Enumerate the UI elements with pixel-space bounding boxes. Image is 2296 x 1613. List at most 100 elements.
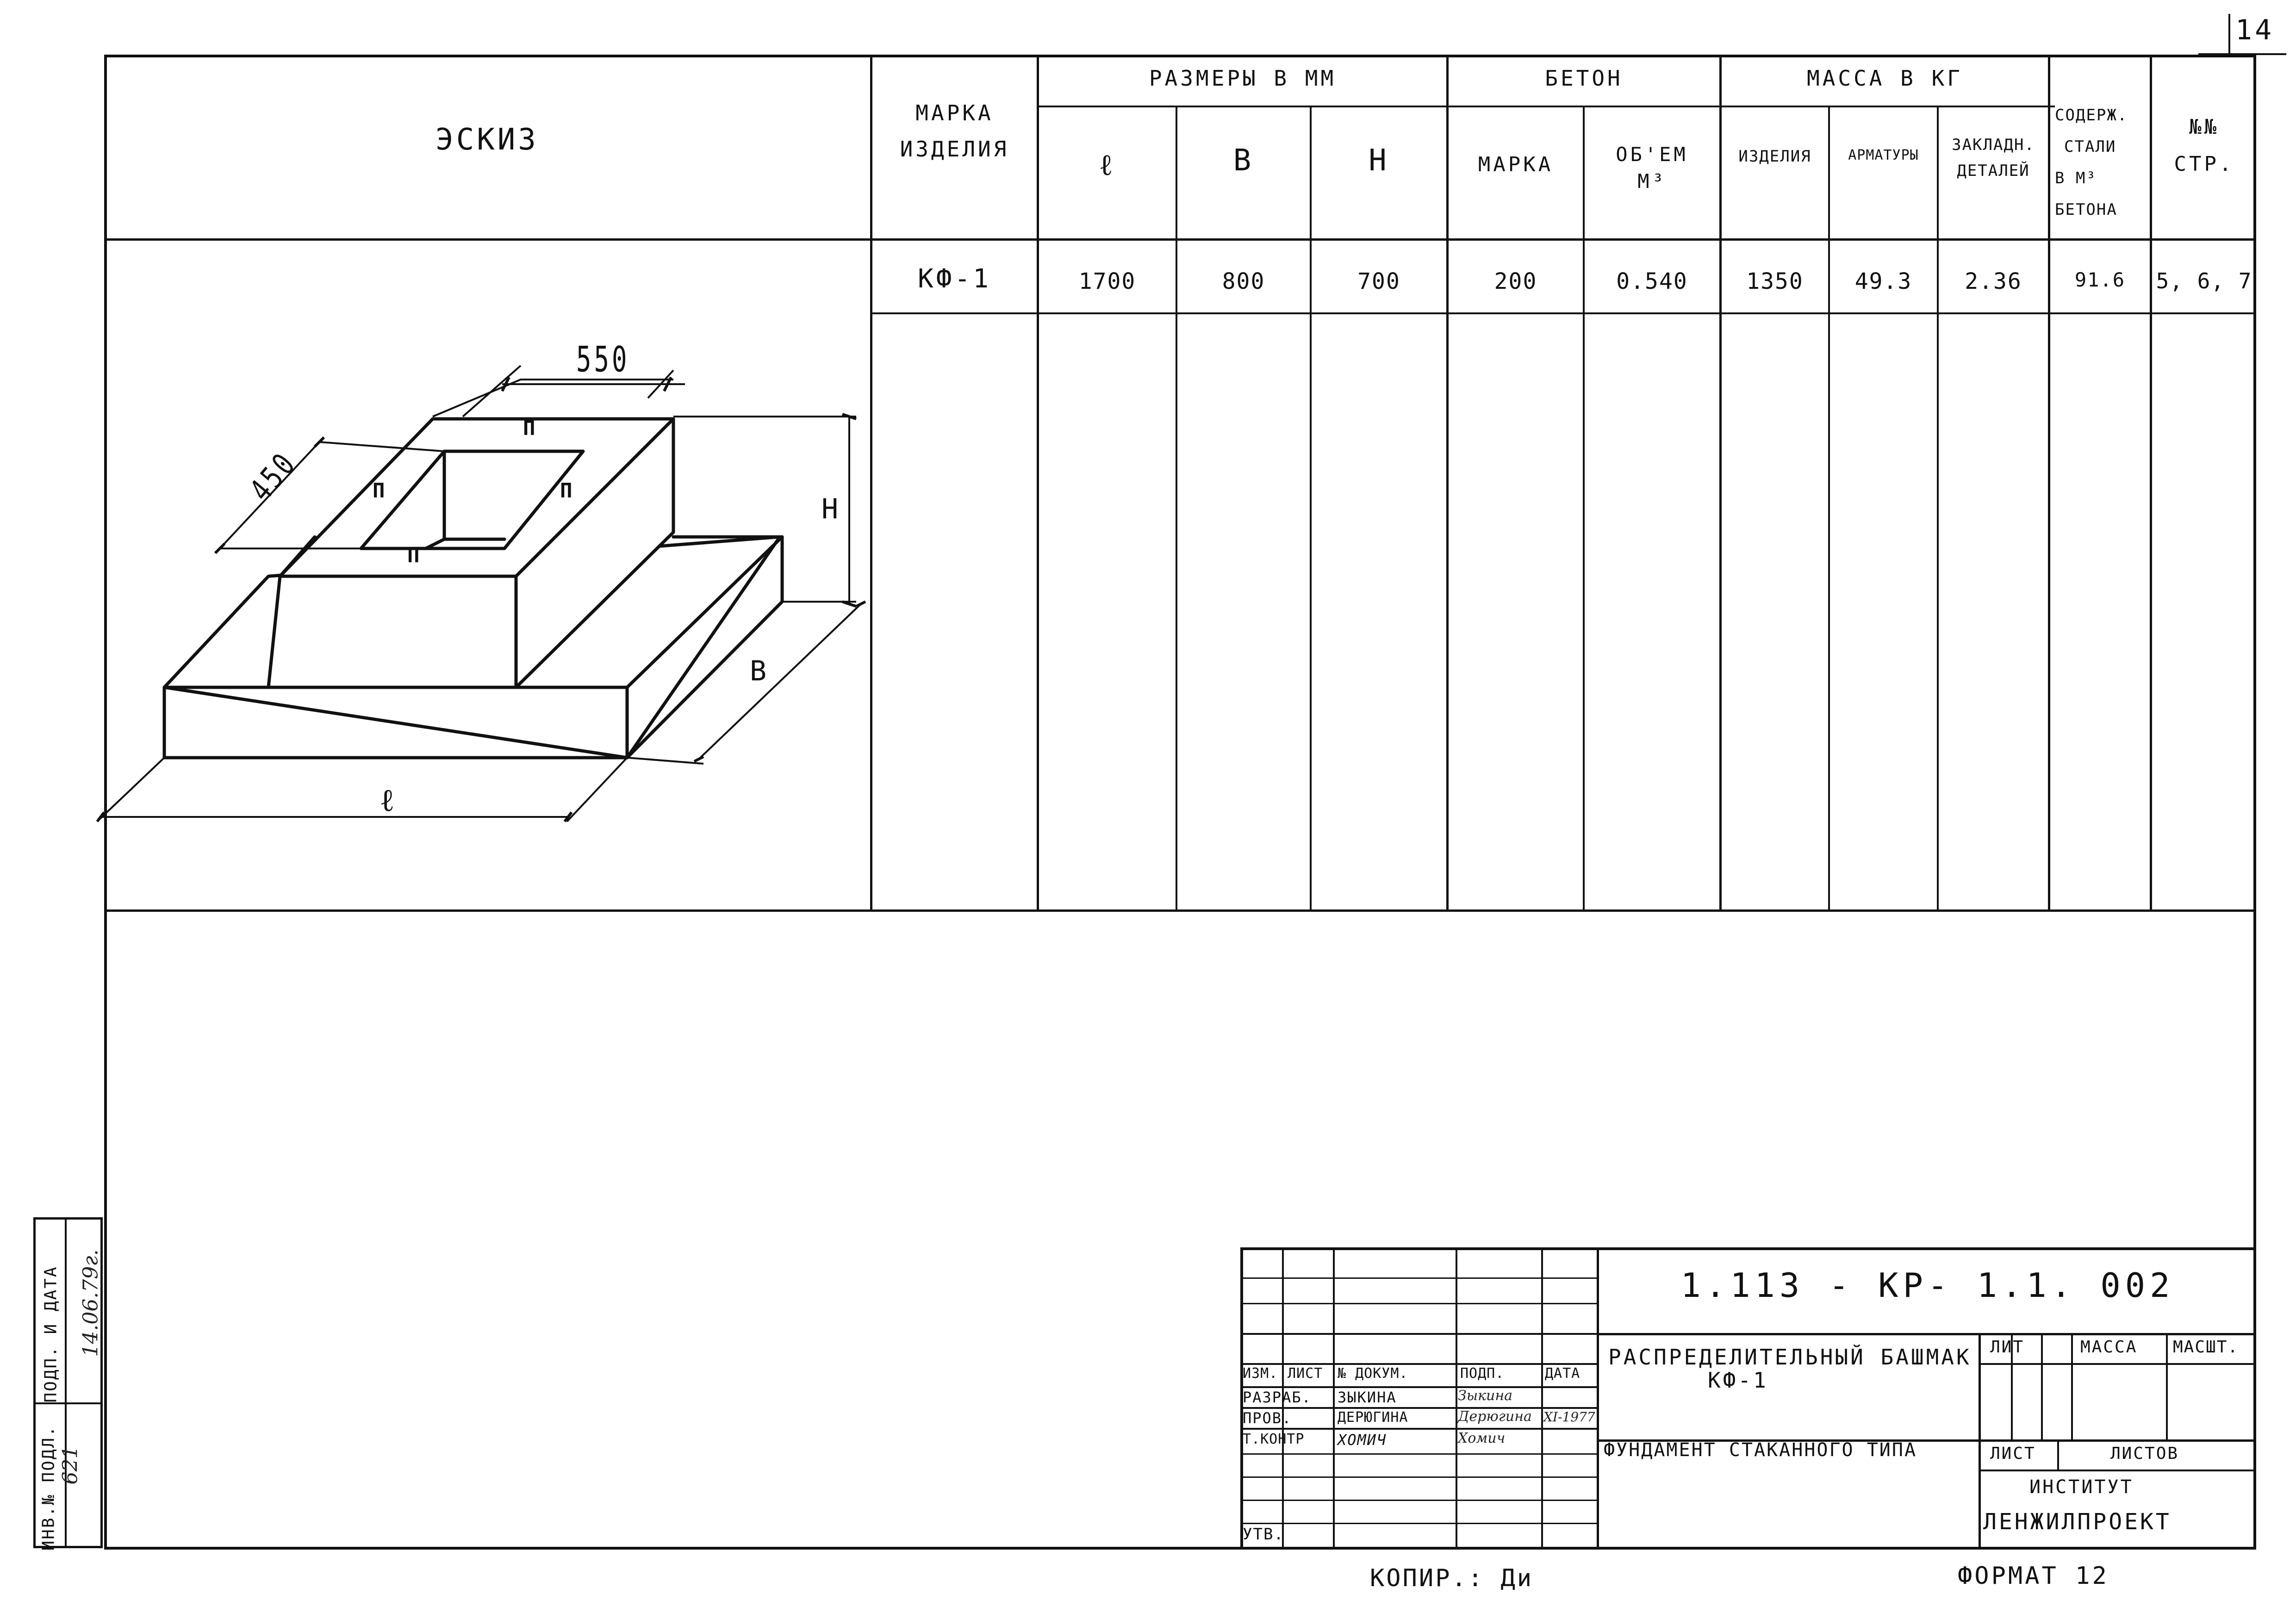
tb-title-line1: РАСПРЕДЕЛИТЕЛЬНЫЙ БАШМАК: [1608, 1345, 1972, 1370]
table-row1-bottom: [870, 312, 2256, 314]
col-product-right: [1828, 106, 1830, 911]
socket-opening: [359, 449, 585, 550]
header-dim-l: ℓ: [1099, 148, 1116, 182]
cell-volume: 0.540: [1616, 268, 1688, 294]
dim-550-ext-left: [462, 365, 522, 417]
pedestal-right-edge: [514, 417, 675, 578]
side-stamp-hline: [33, 1402, 103, 1404]
tb-sig1: Зыкина: [1458, 1388, 1513, 1404]
col-steel-right: [2150, 55, 2152, 911]
tb-row4: [1240, 1363, 1597, 1365]
header-steel: СОДЕРЖ. СТАЛИ В М³ БЕТОНА: [2055, 100, 2147, 225]
header-steel-line3: В М³: [2055, 169, 2097, 187]
cell-steel: 91.6: [2074, 268, 2126, 291]
cell-l: 1700: [1078, 268, 1136, 294]
notch-edge: [278, 535, 317, 578]
side-stamp-sign-date-value: 14.06.79г.: [79, 1249, 103, 1357]
header-embedded-line2: ДЕТАЛЕЙ: [1957, 162, 2030, 180]
tb-org-line2: ЛЕНЖИЛПРОЕКТ: [1983, 1509, 2172, 1535]
tb-razrab-name: ЗЫКИНА: [1338, 1389, 1397, 1406]
col-mark-right: [1037, 55, 1039, 911]
tb-sig2: Дерюгина: [1458, 1408, 1532, 1425]
sketch-label-l: ℓ: [380, 782, 398, 819]
sketch-label-b: В: [750, 655, 770, 687]
header-sketch: ЭСКИЗ: [436, 123, 539, 157]
tb-title-line2: КФ-1: [1708, 1368, 1768, 1393]
tb-sig3: Хомич: [1458, 1430, 1506, 1446]
cell-pages: 5, 6, 7: [2156, 268, 2252, 293]
tb-col3: [1456, 1247, 1457, 1550]
dim-l-ext-left: [99, 757, 165, 820]
tb-row11: [1240, 1523, 1597, 1524]
foundation-sketch: [96, 365, 866, 822]
side-stamp-sign-date: ПОДП. И ДАТА: [41, 1265, 61, 1403]
tb-row10: [1240, 1500, 1597, 1501]
dim-550-line: [432, 379, 673, 417]
tb-row5: [1240, 1386, 1597, 1388]
tb-mass: МАССА: [2080, 1338, 2138, 1357]
tb-lit-h1: [1979, 1363, 2256, 1365]
tb-prov-name: ДЕРЮГИНА: [1338, 1409, 1408, 1426]
cell-grade: 200: [1494, 268, 1537, 294]
cell-mass-embedded: 2.36: [1965, 268, 2022, 294]
tb-list-line: [1979, 1470, 2256, 1471]
tb-lit-c2: [2041, 1333, 2043, 1439]
tb-col1: [1282, 1247, 1284, 1550]
tb-col-date: ДАТА: [1545, 1365, 1580, 1382]
header-mass-embedded: ЗАКЛАДН. ДЕТАЛЕЙ: [1939, 132, 2048, 184]
side-stamp-divider: [65, 1217, 67, 1548]
col-dims-right: [1446, 55, 1449, 911]
sketch-marker-p-bottom: П: [407, 544, 423, 567]
table-subheader-line: [1037, 106, 2055, 107]
dim-450-ext-top: [319, 441, 445, 452]
tb-list-divider: [2057, 1439, 2059, 1470]
tb-col-list: ЛИСТ: [1288, 1365, 1323, 1382]
header-mass-product: ИЗДЕЛИЯ: [1738, 147, 1811, 166]
tb-col2: [1333, 1247, 1335, 1550]
tb-col4: [1541, 1247, 1543, 1550]
tb-row2: [1240, 1303, 1597, 1304]
side-stamp-inv-value: 621: [58, 1445, 82, 1485]
col-concrete-right: [1719, 55, 1722, 911]
dim-b-ext: [627, 757, 704, 765]
tb-prov: ПРОВ.: [1243, 1409, 1292, 1427]
footer-copied: КОПИР.: Ди: [1370, 1564, 1534, 1592]
side-stamp-inv: ИНВ.№ ПОДЛ.: [39, 1425, 58, 1551]
header-mark-line1: МАРКА: [915, 100, 994, 125]
header-steel-line2: СТАЛИ: [2064, 137, 2116, 156]
header-dim-b: В: [1233, 143, 1254, 178]
dim-450-line: [219, 441, 320, 549]
col-grade-right: [1583, 106, 1585, 911]
col-l-right: [1176, 106, 1177, 911]
tb-row8: [1240, 1453, 1597, 1455]
sheet-number-bar: [2228, 14, 2230, 56]
base-slab-front: [162, 685, 629, 760]
tb-code: 1.113 - КР- 1.1. 002: [1680, 1266, 2175, 1305]
header-pages-line2: СТР.: [2174, 152, 2234, 176]
tb-lit-c4: [2166, 1333, 2168, 1439]
header-steel-line1: СОДЕРЖ.: [2055, 106, 2128, 125]
tb-lit-c3: [2071, 1333, 2073, 1439]
tb-sheets: ЛИСТОВ: [2110, 1444, 2179, 1463]
tb-subtitle: ФУНДАМЕНТ СТАКАННОГО ТИПА: [1604, 1439, 1917, 1461]
dim-b-line: [698, 603, 862, 760]
cell-mark: КФ-1: [918, 264, 991, 294]
sketch-marker-p-left: П: [373, 479, 388, 503]
header-concrete-grade: МАРКА: [1478, 153, 1554, 176]
tb-col-sign: ПОДП.: [1460, 1365, 1505, 1382]
header-mark: МАРКА ИЗДЕЛИЯ: [872, 95, 1037, 167]
tb-row1: [1240, 1277, 1597, 1279]
tb-tkontr-name: ХОМИЧ: [1338, 1431, 1387, 1449]
sketch-dim-550: 550: [576, 339, 630, 380]
header-embedded-line1: ЗАКЛАДН.: [1952, 136, 2035, 154]
tb-right-divider: [1979, 1333, 1981, 1550]
header-pages-line1: №№: [2189, 115, 2219, 139]
header-steel-line4: БЕТОНА: [2055, 200, 2117, 219]
col-rebar-right: [1937, 106, 1939, 911]
cell-mass-product: 1350: [1746, 268, 1804, 294]
title-block: [1240, 1247, 2256, 1550]
header-dim-h: Н: [1369, 143, 1389, 178]
tb-lit-c1: [2011, 1333, 2013, 1439]
tb-col-doc: № ДОКУМ.: [1338, 1365, 1408, 1382]
tb-tkontr: Т.КОНТР: [1243, 1431, 1305, 1447]
